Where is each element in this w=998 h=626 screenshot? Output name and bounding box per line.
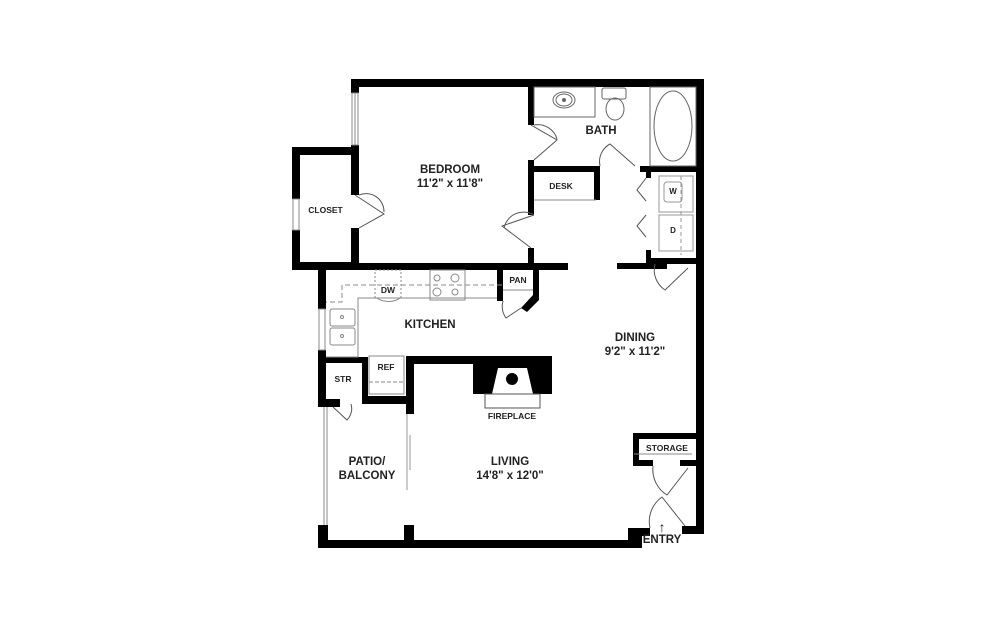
fixture-label-washer: W	[665, 187, 681, 197]
fireplace	[484, 368, 541, 409]
living-name: LIVING	[490, 456, 530, 468]
entry-arrow-icon: ↑	[658, 519, 666, 535]
fireplace-label: FIREPLACE	[487, 411, 537, 421]
bath-name: BATH	[585, 125, 617, 137]
kitchen-name: KITCHEN	[404, 319, 456, 331]
room-label-dining: DINING 9'2" x 11'2"	[590, 332, 680, 360]
str-name: STR	[334, 374, 352, 384]
laundry-fixtures	[658, 175, 694, 255]
closet-name: CLOSET	[308, 205, 343, 215]
room-label-desk: DESK	[541, 181, 581, 191]
entry-label: ENTRY	[642, 534, 682, 546]
bedroom-dimensions: 11'2" x 11'8"	[416, 177, 484, 190]
room-label-bedroom: BEDROOM 11'2" x 11'8"	[400, 164, 500, 192]
room-label-living: LIVING 14'8" x 12'0"	[455, 456, 565, 484]
fixture-label-refrigerator: REF	[370, 362, 402, 372]
fixture-label-fireplace: FIREPLACE	[477, 411, 547, 421]
washer-label: W	[669, 187, 677, 196]
fixture-label-dishwasher: DW	[376, 285, 400, 295]
pan-name: PAN	[509, 275, 527, 285]
refrigerator-label: REF	[377, 362, 395, 372]
sliding-door	[406, 414, 411, 490]
room-label-str: STR	[328, 374, 358, 384]
patio-name-line2: BALCONY	[338, 469, 396, 482]
dryer-label: D	[670, 226, 676, 235]
bath-fixtures	[533, 86, 697, 167]
windows	[292, 92, 359, 525]
fixture-label-dryer: D	[665, 226, 681, 236]
bedroom-name: BEDROOM	[419, 164, 481, 176]
room-label-storage: STORAGE	[639, 443, 695, 453]
room-label-patio: PATIO/ BALCONY	[333, 456, 401, 484]
kitchen-fixtures	[326, 269, 692, 455]
dishwasher-label: DW	[380, 285, 396, 295]
dining-name: DINING	[614, 332, 656, 344]
entry-marker: ↑ ENTRY	[638, 520, 686, 548]
doors	[332, 124, 689, 529]
room-label-closet: CLOSET	[303, 205, 348, 215]
dining-dimensions: 9'2" x 11'2"	[604, 345, 666, 358]
room-label-kitchen: KITCHEN	[395, 319, 465, 333]
desk-name: DESK	[549, 181, 573, 191]
patio-name: PATIO/	[348, 456, 386, 468]
storage-name: STORAGE	[646, 443, 688, 453]
room-label-pan: PAN	[503, 275, 533, 285]
room-label-bath: BATH	[576, 125, 626, 139]
living-dimensions: 14'8" x 12'0"	[476, 469, 544, 482]
